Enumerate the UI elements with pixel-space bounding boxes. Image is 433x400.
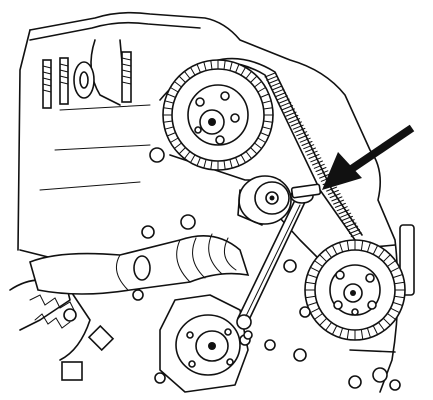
upper-sprocket [162, 59, 274, 171]
water-pump-pulley [154, 294, 251, 393]
housing-bolts [61, 147, 311, 381]
tensioner-lever-tool [236, 183, 322, 330]
callout-arrow-icon [322, 124, 415, 190]
tensioner-pulley [237, 175, 292, 226]
coolant-hose [29, 233, 250, 301]
cylinder-head-studs [42, 51, 132, 109]
lower-sprocket [304, 239, 406, 341]
